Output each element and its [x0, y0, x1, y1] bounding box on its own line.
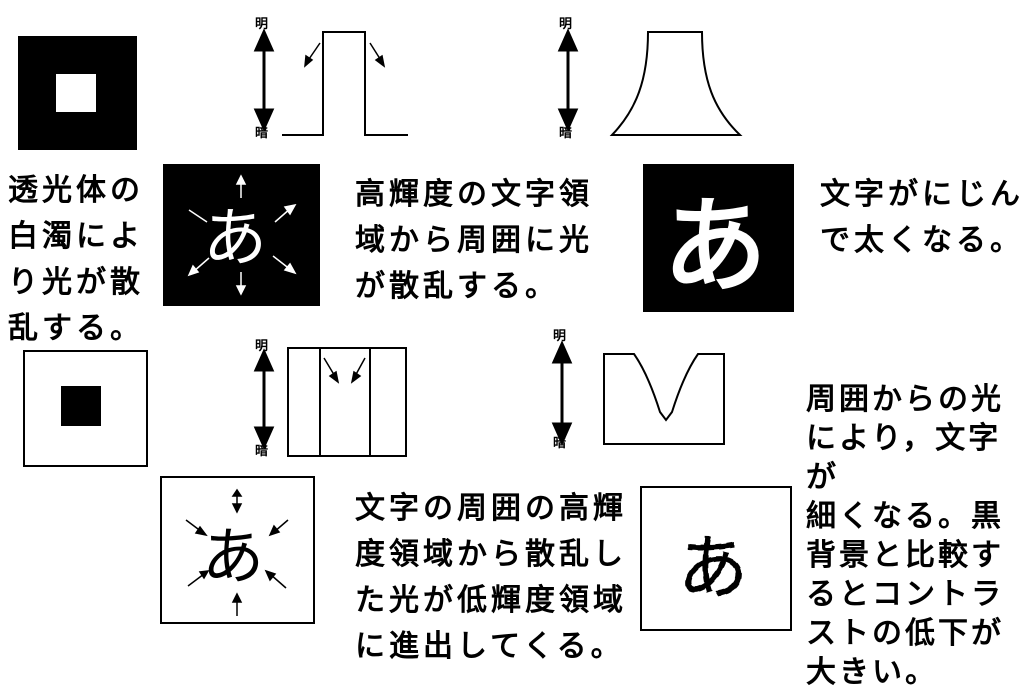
- glyph-white-thick: あ: [663, 185, 767, 307]
- dark-center-square: [61, 386, 101, 426]
- brightness-double-arrow: [253, 348, 275, 450]
- blurred-glyph-drawing: あ: [662, 184, 769, 309]
- brightness-double-arrow: [253, 28, 275, 132]
- caption-scatter-into-dark: 文字の周囲の高輝 度領域から散乱し た光が低輝度領域 に進出してくる。: [355, 491, 627, 664]
- inward-rays: [185, 488, 289, 616]
- v-profile-line: [603, 353, 725, 445]
- glyph-thin: あ: [678, 527, 748, 609]
- dark-label-1: 暗: [255, 126, 269, 141]
- scatter-arrows: [304, 42, 386, 68]
- glyph-black: あ: [202, 520, 264, 593]
- bright-label-1: 明: [255, 17, 269, 32]
- dark-label-3: 暗: [255, 444, 269, 459]
- caption-opacity-scatter: 透光体の 白濁によ り光が散 乱する。: [8, 173, 144, 346]
- bright-center-square: [56, 74, 96, 112]
- dark-background-square: [18, 36, 137, 150]
- bright-background-square: [23, 350, 148, 467]
- scatter-rays: [187, 174, 297, 296]
- thinned-glyph-panel: あ: [640, 486, 792, 631]
- luminance-profile-spread: [557, 28, 743, 136]
- right-bright-region: [369, 347, 407, 457]
- caption-glyph-thickens: 文字がにじん で太くなる。: [820, 177, 1024, 258]
- luminance-profile-dip: [253, 347, 407, 457]
- spread-profile-line: [609, 31, 743, 136]
- inward-scatter-arrows: [323, 357, 366, 384]
- inward-scatter-panel: あ: [160, 476, 315, 624]
- thinned-glyph-drawing: あ: [678, 527, 749, 610]
- caption-glyph-thins: 周囲からの光 により，文字が 細くなる。黒 背景と比較す るとコントラ ストの低…: [806, 382, 1004, 690]
- caption-bright-region-scatter: 高輝度の文字領 域から周囲に光 が散乱する。: [355, 177, 593, 304]
- bright-label-3: 明: [255, 339, 269, 354]
- brightness-double-arrow: [557, 28, 579, 132]
- luminance-profile-v: [551, 340, 725, 446]
- inward-scatter-drawing: あ: [185, 488, 289, 616]
- left-bright-region: [287, 347, 321, 457]
- pulse-profile-line: [282, 31, 408, 136]
- dark-label-2: 暗: [559, 126, 573, 141]
- luminance-profile-pulse: [253, 28, 408, 136]
- glyph-white: あ: [203, 202, 267, 276]
- scatter-glyph-panel: あ: [163, 164, 320, 306]
- brightness-double-arrow: [551, 340, 573, 446]
- bright-label-4: 明: [553, 329, 567, 344]
- bright-label-2: 明: [559, 17, 573, 32]
- blurred-glyph-panel: あ: [643, 164, 794, 312]
- scatter-glyph-drawing: あ: [187, 174, 297, 296]
